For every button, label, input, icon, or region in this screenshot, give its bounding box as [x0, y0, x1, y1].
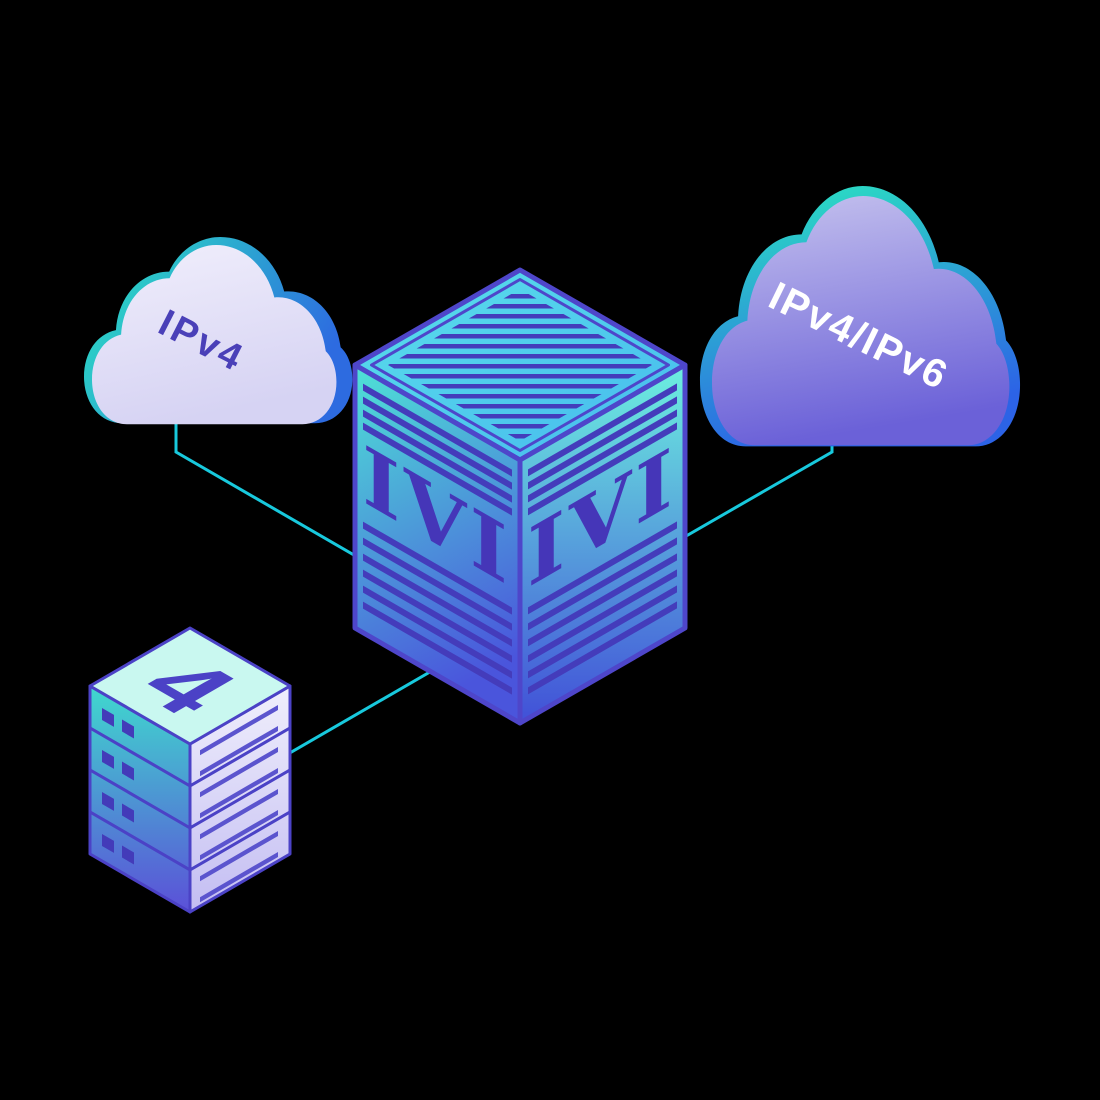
stripe	[528, 585, 677, 679]
stripe	[363, 601, 512, 695]
stripe	[388, 434, 652, 439]
ipv4-cloud-body	[92, 245, 337, 425]
stripe	[363, 585, 512, 679]
stripe	[363, 396, 512, 490]
ivi-cube-top-inner-border	[370, 278, 670, 452]
stripe	[200, 725, 278, 777]
stripe	[200, 704, 278, 756]
stripe	[388, 374, 652, 379]
cube-left-face-stripes-bottom	[363, 521, 512, 695]
stripe	[388, 414, 652, 419]
stripe	[388, 324, 652, 329]
stripe	[200, 767, 278, 819]
server-top-face	[88, 626, 292, 746]
cube-right-face-stripes-top	[528, 383, 677, 516]
stripe	[363, 422, 512, 516]
stripe	[388, 344, 652, 349]
stripe	[200, 809, 278, 861]
ipv4-ipv6-cloud: IPv4/IPv6	[700, 186, 1021, 447]
stripe	[388, 364, 652, 369]
stripe	[528, 521, 677, 615]
stripe	[388, 304, 652, 309]
stripe	[528, 537, 677, 631]
cube-top-hatch	[388, 294, 652, 439]
server-stack: 4	[88, 626, 292, 914]
stripe	[528, 601, 677, 695]
stripe	[363, 569, 512, 663]
stripe	[528, 422, 677, 516]
stripe	[388, 424, 652, 429]
stripe	[528, 409, 677, 503]
ipv4-cloud: IPv4	[84, 237, 353, 425]
cube-left-face-stripes-top	[363, 383, 512, 516]
cube-right-face-stripes-bottom	[528, 521, 677, 695]
stripe	[388, 334, 652, 339]
ivi-cube: IVI IVI	[352, 267, 688, 726]
server-right-faces	[188, 684, 292, 914]
server-tier-right-face	[188, 810, 292, 914]
stripe	[528, 553, 677, 647]
stripe	[363, 537, 512, 631]
stripe	[528, 396, 677, 490]
stripe	[388, 354, 652, 359]
stripe	[388, 294, 652, 299]
stripe	[528, 569, 677, 663]
stripe	[200, 851, 278, 903]
stripe	[363, 553, 512, 647]
server-vent-lines	[200, 704, 278, 903]
stripe	[388, 314, 652, 319]
cube-left-face-content: IVI	[363, 383, 512, 695]
ipv4-ipv6-cloud-body	[712, 196, 1010, 446]
stripe	[363, 383, 512, 477]
stripe	[388, 384, 652, 389]
stripe	[528, 383, 677, 477]
server-port-squares	[102, 707, 134, 865]
stripe	[200, 830, 278, 882]
stripe	[363, 521, 512, 615]
stripe	[388, 404, 652, 409]
stripe	[200, 788, 278, 840]
stripe	[388, 394, 652, 399]
stripe	[363, 409, 512, 503]
stripe	[200, 746, 278, 798]
